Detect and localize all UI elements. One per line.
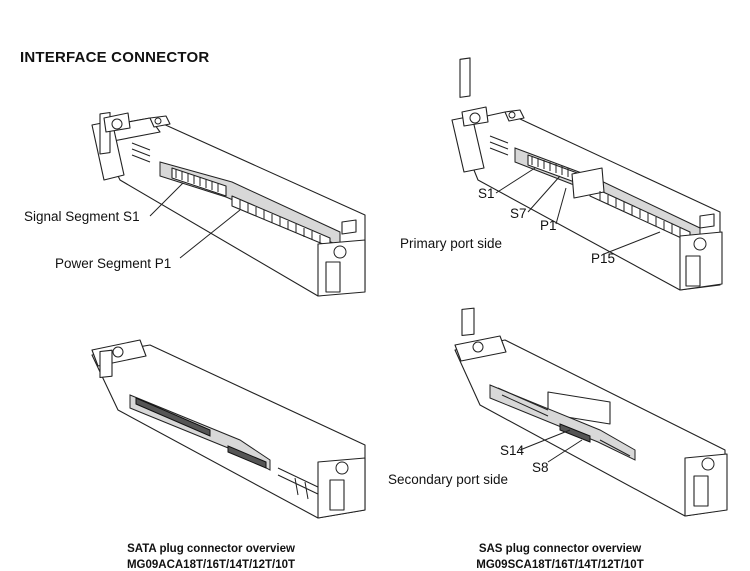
- sas-caption: SAS plug connector overview: [478, 543, 642, 555]
- pin-label-s1: S1: [478, 186, 495, 201]
- sata-connector-front-drawing: [91, 111, 366, 297]
- pin-label-s7: S7: [510, 206, 527, 221]
- sata-caption-models: MG09ACA18T/16T/14T/12T/10T: [126, 559, 296, 571]
- pin-label-p1: P1: [540, 218, 557, 233]
- signal-segment-label: Signal Segment S1: [24, 209, 140, 224]
- sata-connector-rear-drawing: [91, 339, 366, 519]
- sas-caption-models: MG09SCA18T/16T/14T/12T/10T: [476, 559, 644, 571]
- sas-connector-rear-drawing: [454, 307, 728, 517]
- sata-caption: SATA plug connector overview: [127, 543, 295, 555]
- page-title: INTERFACE CONNECTOR: [20, 49, 210, 66]
- power-segment-label: Power Segment P1: [55, 256, 172, 271]
- pin-label-s8: S8: [532, 460, 549, 475]
- pin-label-s14: S14: [500, 443, 525, 458]
- secondary-port-side-label: Secondary port side: [388, 472, 509, 487]
- primary-port-side-label: Primary port side: [400, 236, 503, 251]
- sas-connector-front-drawing: [451, 57, 723, 291]
- pin-label-p15: P15: [591, 251, 616, 266]
